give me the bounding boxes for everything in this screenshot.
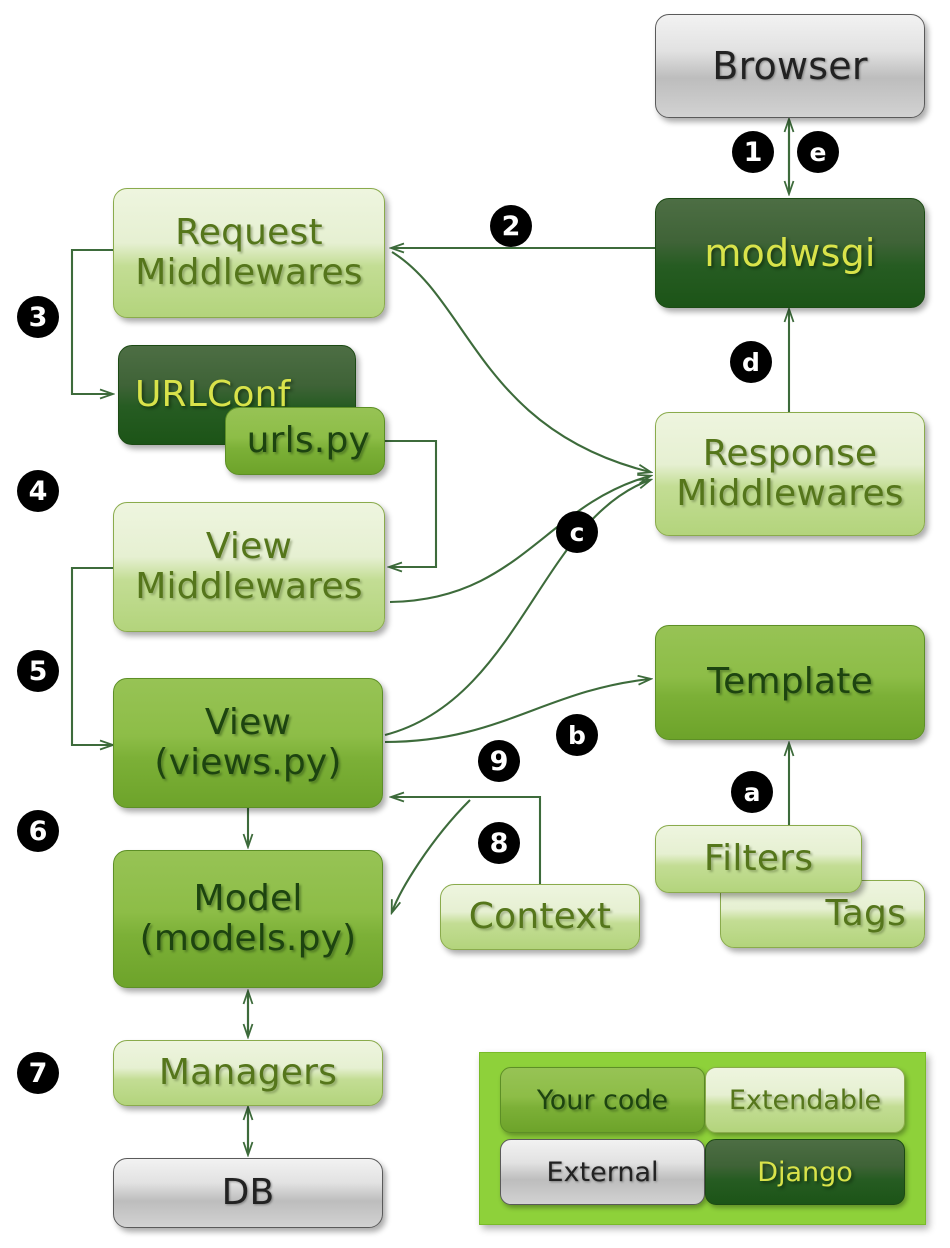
node-view[interactable]: View (views.py)	[113, 678, 383, 808]
node-view-middlewares[interactable]: View Middlewares	[113, 502, 385, 632]
node-context-label: Context	[468, 895, 612, 937]
node-filters[interactable]: Filters	[655, 825, 862, 893]
step-badge-5: 5	[17, 650, 59, 692]
step-badge-7: 7	[17, 1052, 59, 1094]
step-badge-e-label: e	[809, 137, 827, 167]
node-request-middlewares[interactable]: Request Middlewares	[113, 188, 385, 318]
step-badge-9: 9	[478, 740, 520, 782]
node-response-middlewares[interactable]: Response Middlewares	[655, 412, 925, 536]
step-badge-5-label: 5	[28, 655, 48, 687]
step-badge-8-label: 8	[489, 827, 509, 859]
node-view-label: View (views.py)	[154, 701, 342, 783]
node-response-middlewares-label: Response Middlewares	[676, 432, 904, 514]
step-badge-4: 4	[17, 470, 59, 512]
node-filters-label: Filters	[703, 837, 814, 879]
step-badge-1-label: 1	[743, 136, 763, 168]
step-badge-7-label: 7	[28, 1057, 48, 1089]
node-db-label: DB	[221, 1171, 275, 1213]
step-badge-c-label: c	[569, 517, 585, 547]
node-model[interactable]: Model (models.py)	[113, 850, 383, 988]
node-managers-label: Managers	[158, 1051, 338, 1093]
step-badge-6: 6	[17, 810, 59, 852]
legend-item-external[interactable]: External	[500, 1139, 705, 1205]
node-template-label: Template	[707, 661, 873, 703]
step-badge-2: 2	[490, 205, 532, 247]
legend-item-django-label: Django	[757, 1156, 853, 1188]
node-modwsgi-label: modwsgi	[704, 230, 876, 275]
legend-item-your-code-label: Your code	[536, 1084, 669, 1116]
node-urls-py-label: urls.py	[246, 419, 370, 461]
step-badge-d: d	[730, 341, 772, 383]
node-browser[interactable]: Browser	[655, 14, 925, 118]
node-template[interactable]: Template	[655, 625, 925, 740]
node-managers[interactable]: Managers	[113, 1040, 383, 1106]
legend-item-extendable[interactable]: Extendable	[705, 1067, 905, 1133]
node-context[interactable]: Context	[440, 884, 640, 950]
step-badge-4-label: 4	[28, 475, 48, 507]
legend-item-extendable-label: Extendable	[728, 1084, 882, 1116]
legend-item-your-code[interactable]: Your code	[500, 1067, 705, 1133]
step-badge-3: 3	[17, 296, 59, 338]
step-badge-2-label: 2	[501, 210, 521, 242]
step-badge-8: 8	[478, 822, 520, 864]
node-request-middlewares-label: Request Middlewares	[135, 211, 363, 293]
node-urls-py[interactable]: urls.py	[225, 407, 385, 475]
step-badge-b-label: b	[568, 720, 586, 750]
node-model-label: Model (models.py)	[139, 877, 357, 959]
step-badge-e: e	[797, 131, 839, 173]
step-badge-a-label: a	[743, 777, 761, 807]
legend-item-external-label: External	[546, 1156, 659, 1188]
step-badge-a: a	[731, 771, 773, 813]
step-badge-6-label: 6	[28, 815, 48, 847]
step-badge-1: 1	[732, 131, 774, 173]
node-modwsgi[interactable]: modwsgi	[655, 198, 925, 308]
step-badge-d-label: d	[742, 347, 760, 377]
node-view-middlewares-label: View Middlewares	[135, 525, 363, 607]
step-badge-9-label: 9	[489, 745, 509, 777]
step-badge-3-label: 3	[28, 301, 48, 333]
node-db[interactable]: DB	[113, 1158, 383, 1228]
node-browser-label: Browser	[712, 43, 868, 88]
step-badge-c: c	[556, 511, 598, 553]
legend-item-django[interactable]: Django	[705, 1139, 905, 1205]
step-badge-b: b	[556, 714, 598, 756]
legend-panel: Your code Extendable External Django	[479, 1052, 926, 1225]
node-tags-label: Tags	[825, 892, 906, 934]
